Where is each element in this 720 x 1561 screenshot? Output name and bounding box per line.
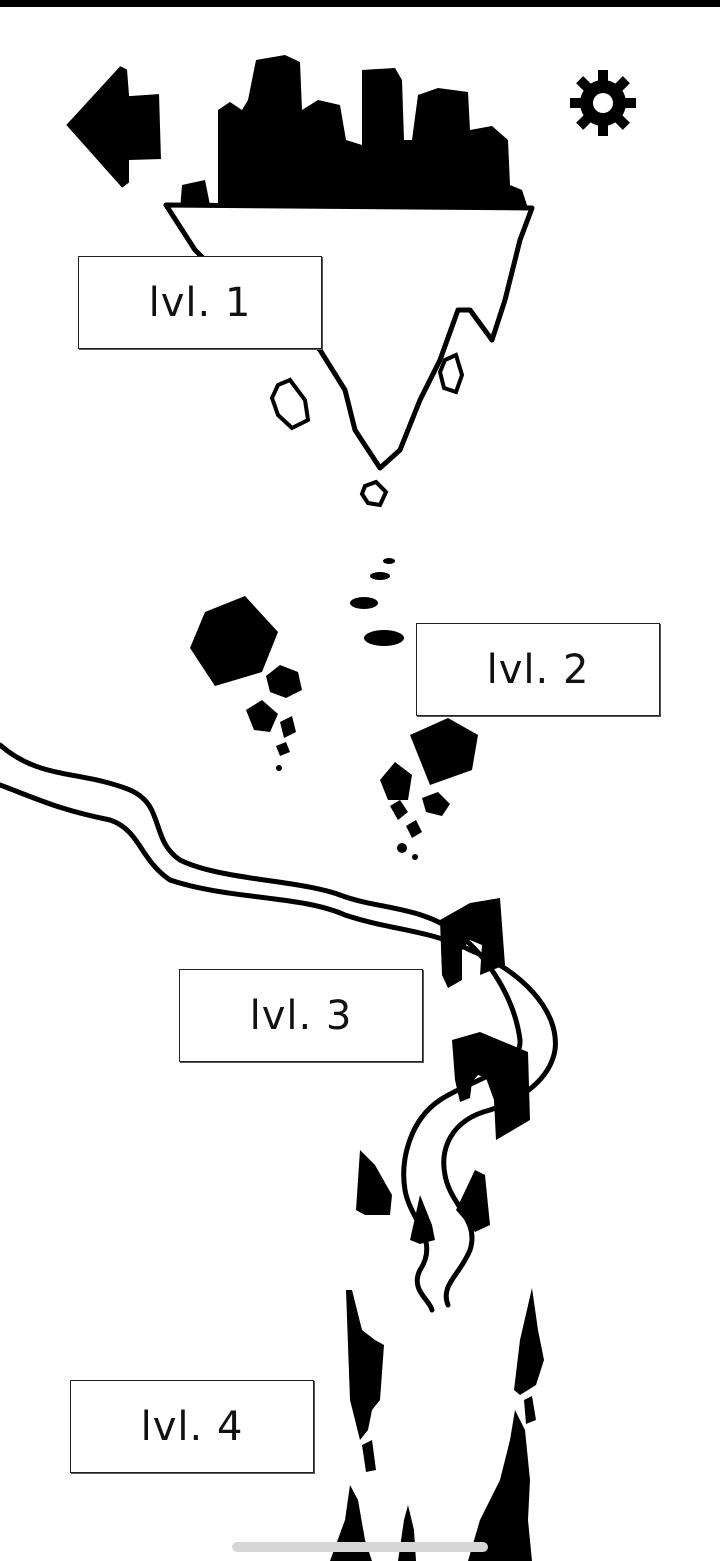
- stone-arches: [440, 898, 530, 1140]
- settings-button[interactable]: [570, 70, 636, 136]
- level-2-button[interactable]: lvl. 2: [416, 623, 660, 716]
- level-4-button[interactable]: lvl. 4: [70, 1380, 314, 1473]
- status-bar-strip: [0, 0, 720, 7]
- floating-rocks: [190, 558, 478, 860]
- level-1-button[interactable]: lvl. 1: [78, 256, 322, 349]
- back-arrow-icon: [63, 63, 164, 191]
- gear-icon: [570, 70, 636, 136]
- back-button[interactable]: [50, 55, 165, 195]
- rock-spires: [330, 1150, 544, 1561]
- level-3-button[interactable]: lvl. 3: [179, 969, 423, 1062]
- home-indicator[interactable]: [232, 1542, 488, 1552]
